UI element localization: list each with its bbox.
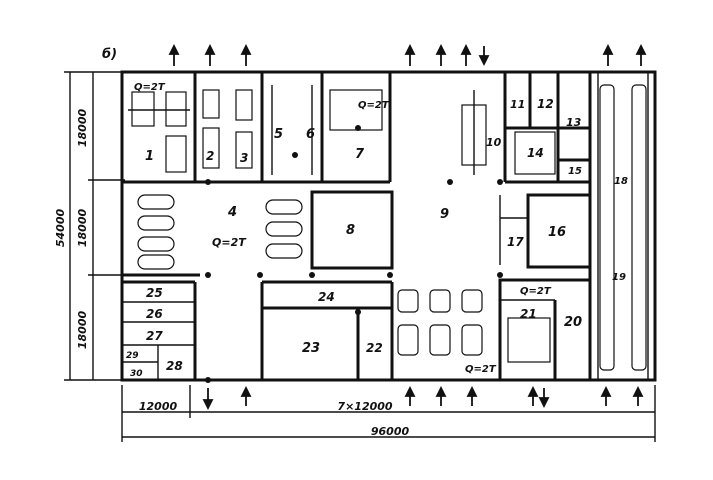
crane-label-1: Q=2T [134,82,166,93]
room-23-label: 23 [302,341,320,356]
room-20-label: 20 [564,315,582,330]
room-17-label: 17 [507,235,524,249]
interior-walls [122,72,649,382]
room-24-label: 24 [318,290,335,304]
room-6-label: 6 [306,127,315,142]
room-28-label: 28 [166,359,183,373]
dim-row-top: 18000 [76,109,89,148]
crane-label-7: Q=2T [358,100,390,111]
room-7-label: 7 [355,147,365,162]
crane-label-22: Q=2T [465,364,497,375]
room-22-label: 22 [366,341,383,355]
room-19-label: 19 [612,272,626,283]
room-1-label: 1 [145,149,154,164]
room-labels: 1 2 3 4 5 6 7 8 9 10 11 12 13 14 15 16 1… [126,97,628,379]
room-26-label: 26 [146,307,163,321]
equipment [128,84,647,371]
room-10-label: 10 [486,136,502,149]
room-13-label: 13 [566,116,582,129]
room-21-label: 21 [520,307,537,321]
dim-row-bot: 18000 [76,311,89,350]
dimension-lines [64,71,656,442]
room-15-label: 15 [568,166,582,177]
room-14-label: 14 [527,146,544,160]
room-16-label: 16 [548,225,566,240]
room-9-label: 9 [440,207,449,222]
room-2-label: 2 [206,149,214,163]
dim-repeat-spans: 7×12000 [337,400,392,413]
room-5-label: 5 [274,127,283,142]
crane-label-4: Q=2T [212,236,247,249]
room-8-label: 8 [346,223,355,238]
figure-letter: б) [102,47,117,62]
room-29-label: 29 [126,351,139,361]
crane-label-21: Q=2T [520,286,552,297]
room-4-label: 4 [227,205,237,220]
room-30-label: 30 [130,369,143,379]
room-11-label: 11 [510,98,525,111]
dim-first-span: 12000 [139,400,178,413]
door-arrows [168,43,647,411]
room-27-label: 27 [146,329,163,343]
dim-total-width: 96000 [371,425,410,438]
room-3-label: 3 [240,151,248,165]
room-12-label: 12 [537,97,554,111]
columns [205,125,503,383]
dim-row-mid: 18000 [76,209,89,248]
dim-total-height: 54000 [54,209,67,248]
room-18-label: 18 [614,176,628,187]
room-25-label: 25 [146,286,163,300]
